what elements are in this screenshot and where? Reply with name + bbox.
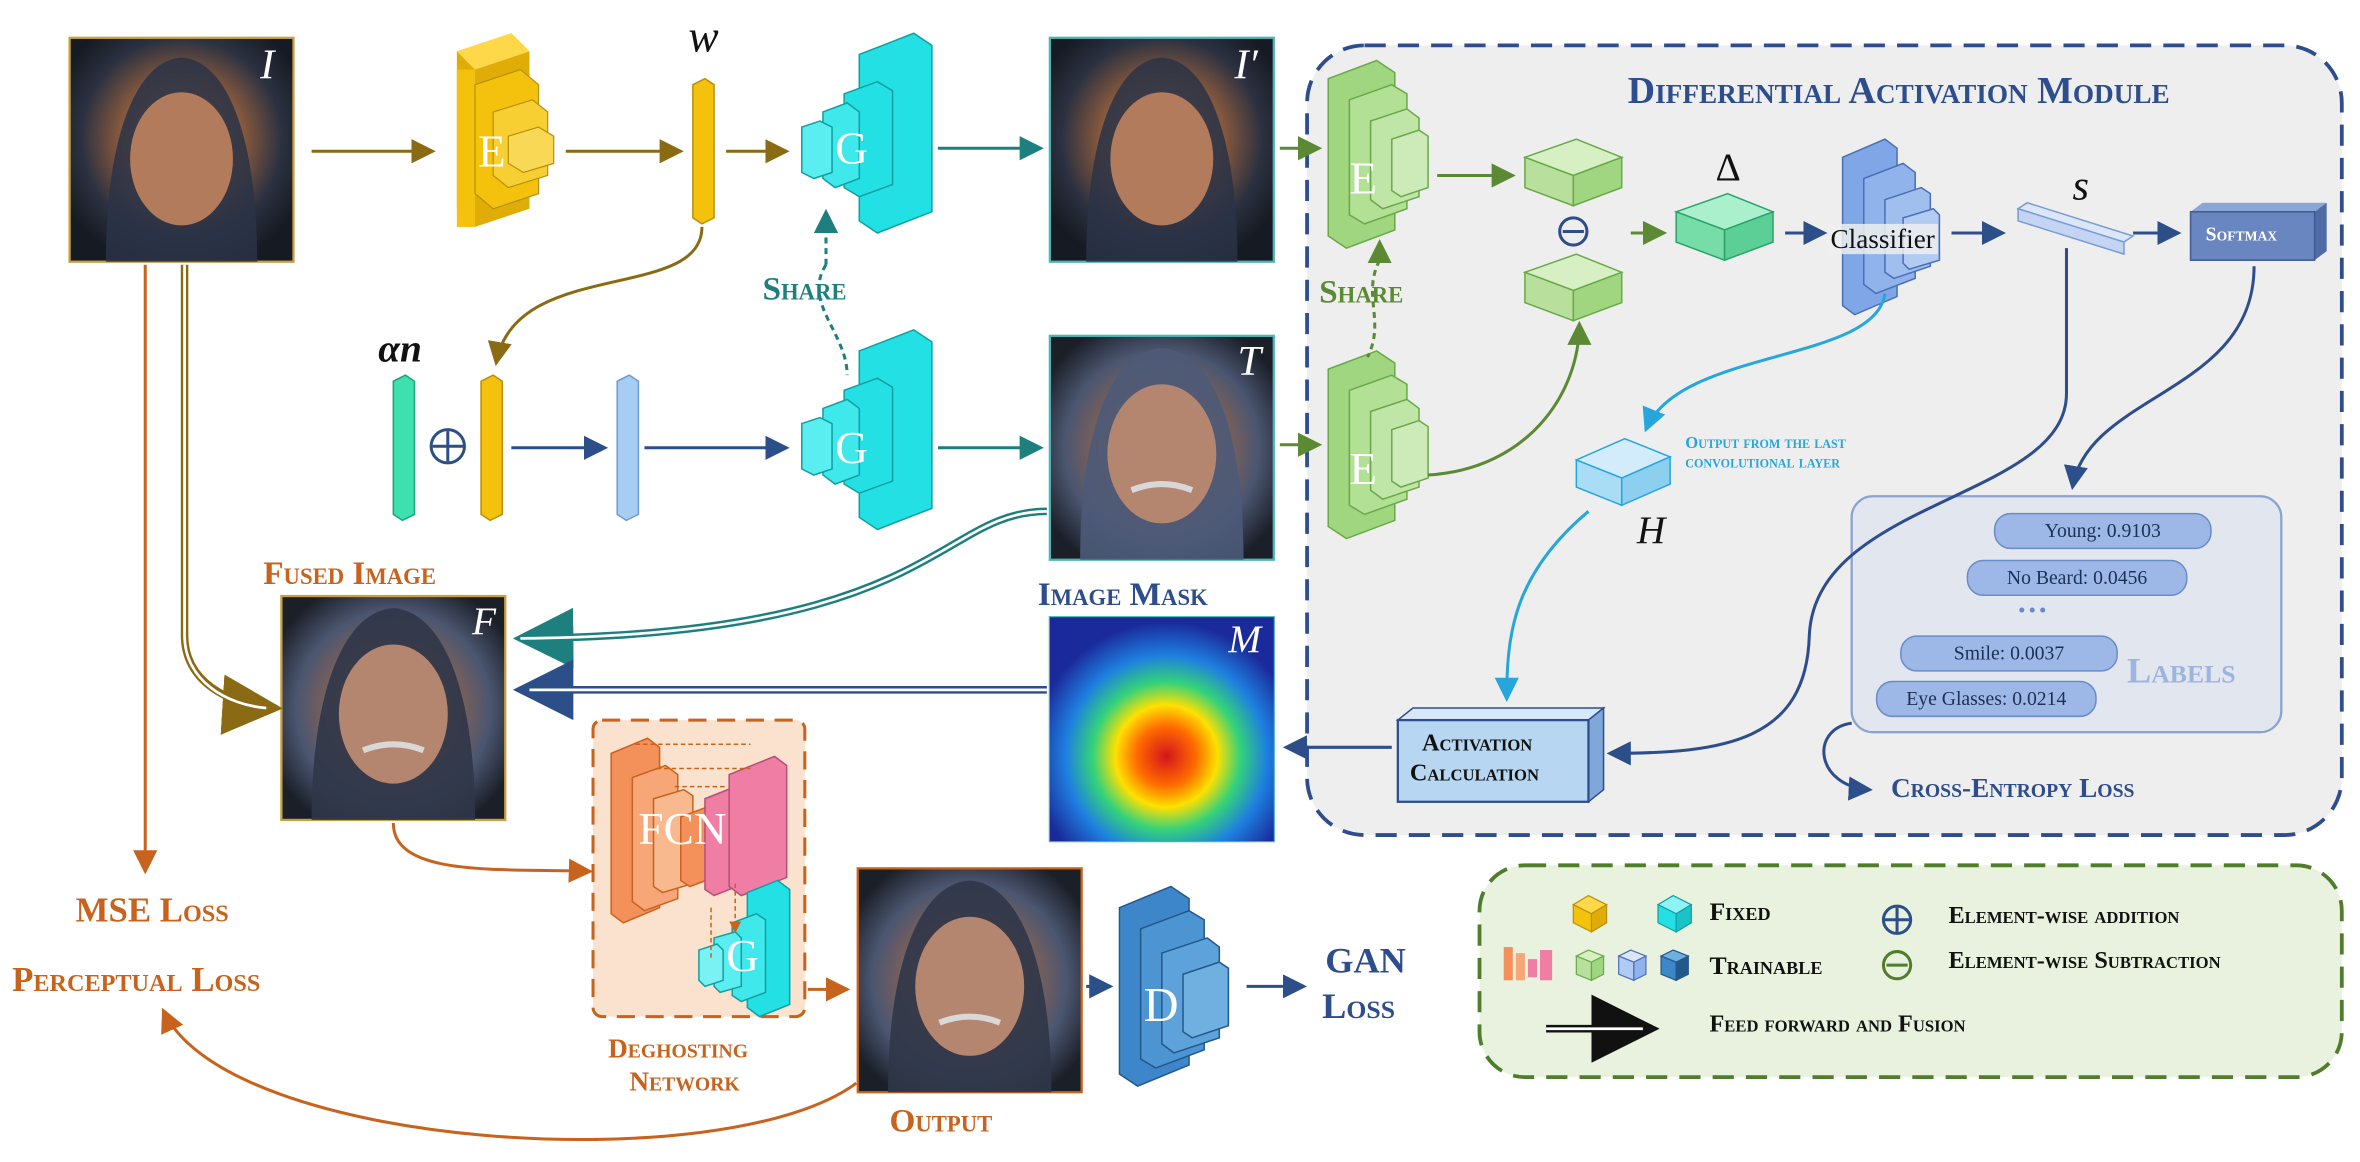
arrow xyxy=(1606,248,2068,766)
labels-panel xyxy=(1850,495,2283,734)
target-image-T xyxy=(1048,334,1275,561)
symbol-F: F xyxy=(471,599,497,643)
fcn-label: FCN xyxy=(638,804,727,855)
output-label: Output xyxy=(889,1101,993,1140)
share-arrow xyxy=(819,212,847,376)
arrow xyxy=(1822,721,1873,801)
legend-add-label: Element-wise addition xyxy=(1948,903,2180,929)
symbol-w: w xyxy=(688,12,719,63)
encoder-fixed-icon xyxy=(456,33,555,227)
score-vector-icon xyxy=(2016,201,2135,256)
feature-block-icon xyxy=(1522,253,1624,322)
legend-feed-forward-label: Feed forward and Fusion xyxy=(1709,1012,1966,1038)
ellipsis: ••• xyxy=(2018,600,2050,624)
legend-trainable-blue-icon xyxy=(1659,949,1690,982)
fcn-icon xyxy=(610,737,788,924)
share-arrow xyxy=(1368,242,1380,358)
share-label-e: Share xyxy=(1319,272,1404,311)
prediction-pill: Smile: 0.0037 xyxy=(1900,635,2118,672)
encoder-trainable-icon xyxy=(1327,350,1429,540)
symbol-I-prime: I′ xyxy=(1234,42,1258,90)
encoder-label: E xyxy=(478,127,506,177)
arrow xyxy=(1427,320,1592,477)
legend-fixed-label: Fixed xyxy=(1709,897,1771,926)
prediction-pill: No Beard: 0.0456 xyxy=(1966,559,2188,597)
combined-latent-icon xyxy=(616,374,640,522)
legend-subtract-label: Element-wise Subtraction xyxy=(1948,948,2221,975)
delta-block-icon xyxy=(1673,192,1776,262)
classifier-label: Classifier xyxy=(1827,223,1938,255)
output-last-conv-line1: Output from the last xyxy=(1685,434,1846,453)
latent-w-copy-icon xyxy=(480,374,504,522)
mask-image-M xyxy=(1048,616,1275,843)
symbol-H: H xyxy=(1636,508,1666,553)
softmax-icon xyxy=(2189,202,2327,261)
activation-calculation-line1: Activation xyxy=(1422,730,1533,757)
prediction-pill: Eye Glasses: 0.0214 xyxy=(1875,680,2097,718)
softmax-label: Softmax xyxy=(2205,222,2278,246)
generator-fixed-icon xyxy=(801,32,933,234)
arrow xyxy=(1642,293,1887,433)
perceptual-loss-label: Perceptual Loss xyxy=(12,960,261,999)
feature-block-icon xyxy=(1522,138,1624,207)
generator-label: G xyxy=(726,931,759,982)
legend-trainable-lightblue-icon xyxy=(1617,949,1648,982)
arrow xyxy=(1494,510,1590,702)
fused-image-label: Fused Image xyxy=(263,553,436,592)
arrow xyxy=(391,822,594,883)
module-title: Differential Activation Module xyxy=(1627,71,2170,112)
symbol-T: T xyxy=(1237,338,1262,386)
share-label-g: Share xyxy=(762,269,847,308)
legend-plus-icon xyxy=(1881,904,1913,935)
generator-label: G xyxy=(835,124,868,174)
cross-entropy-loss-label: Cross-Entropy Loss xyxy=(1891,773,2135,804)
mse-loss-label: MSE Loss xyxy=(75,891,229,929)
prediction-pill: Young: 0.9103 xyxy=(1993,512,2212,550)
arrow xyxy=(161,1007,858,1141)
generator-fixed-icon xyxy=(801,328,933,531)
output-image xyxy=(856,867,1083,1094)
legend-minus-icon xyxy=(1881,950,1913,981)
symbol-s: s xyxy=(2072,163,2090,211)
legend-trainable-fcn-icon xyxy=(1503,947,1553,981)
labels-title: Labels xyxy=(2126,652,2236,692)
discriminator-icon xyxy=(1118,885,1230,1088)
minus-icon xyxy=(1558,216,1589,247)
encoder-trainable-icon xyxy=(1327,59,1429,249)
activation-calculation-icon xyxy=(1395,706,1606,804)
activation-calculation-line2: Calculation xyxy=(1409,760,1539,787)
heatmap-block-H-icon xyxy=(1574,437,1673,507)
legend-fixed-yellow-icon xyxy=(1572,894,1608,933)
symbol-M: M xyxy=(1228,617,1262,662)
gan-loss-line1: GAN xyxy=(1325,942,1406,982)
arrow xyxy=(2063,266,2256,491)
generator-label: G xyxy=(835,423,868,474)
reconstructed-image-I-prime xyxy=(1048,36,1275,263)
output-last-conv-line2: convolutional layer xyxy=(1685,453,1841,472)
deghosting-label-line2: Network xyxy=(629,1066,740,1097)
symbol-I: I xyxy=(260,42,275,90)
latent-w-icon xyxy=(692,77,715,225)
fusion-arrow xyxy=(180,264,283,735)
fusion-arrow xyxy=(512,507,1047,669)
image-mask-label: Image Mask xyxy=(1037,574,1208,613)
legend-fixed-cyan-icon xyxy=(1656,894,1693,933)
deghosting-label-line1: Deghosting xyxy=(608,1033,749,1064)
encoder-label: E xyxy=(1349,444,1378,495)
symbol-alpha-n: αn xyxy=(378,326,422,371)
input-image-I xyxy=(68,36,295,263)
plus-icon xyxy=(429,428,466,465)
alpha-n-vector-icon xyxy=(392,374,416,522)
gan-loss-line2: Loss xyxy=(1322,987,1396,1028)
symbol-delta: Δ xyxy=(1715,145,1741,190)
discriminator-label: D xyxy=(1143,977,1179,1032)
legend-trainable-green-icon xyxy=(1574,949,1606,982)
legend-trainable-label: Trainable xyxy=(1709,951,1823,981)
arrow xyxy=(487,226,704,367)
encoder-label: E xyxy=(1349,154,1378,205)
